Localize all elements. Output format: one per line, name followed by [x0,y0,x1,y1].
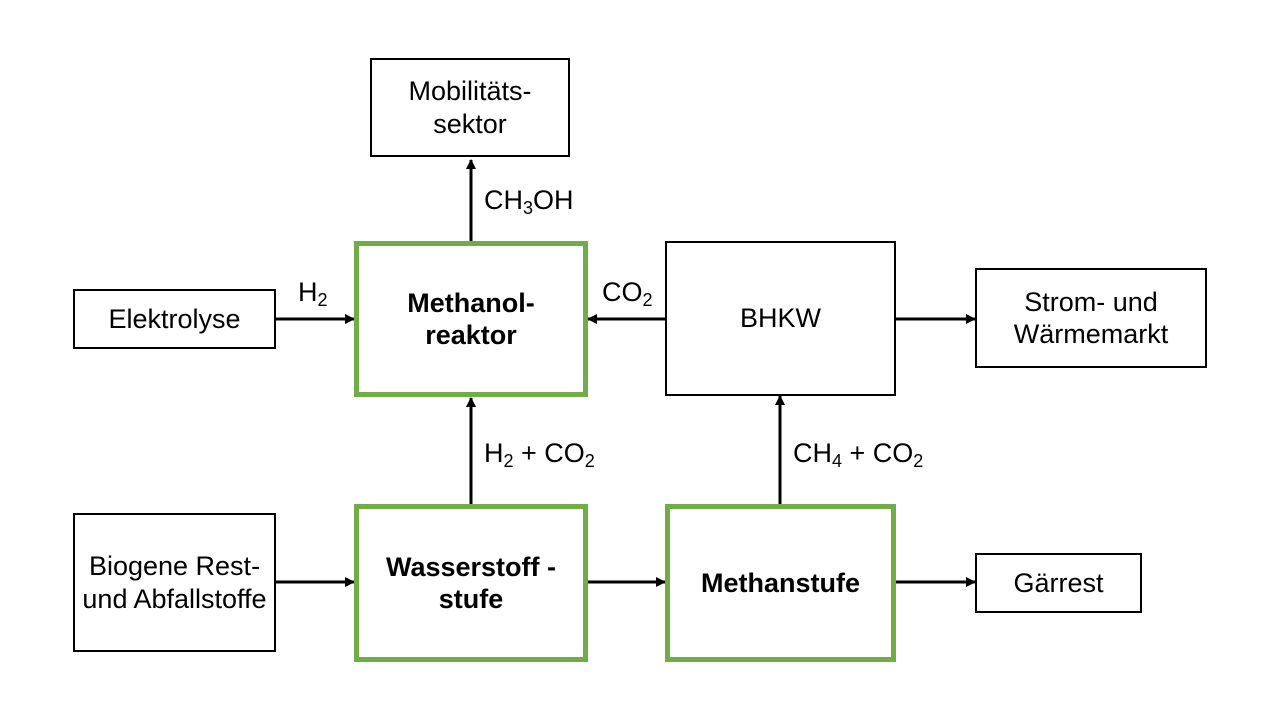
node-label-line: Methanstufe [700,567,860,598]
label-subscript: 4 [832,451,843,471]
label-text: OH [533,185,574,215]
node-mobilitaetssektor: Mobilitäts- sektor [370,58,570,157]
label-text: CH [793,438,832,468]
label-co2: CO2 [602,277,653,310]
label-text: + CO [513,438,585,468]
node-methanolreaktor: Methanol- reaktor [354,241,588,397]
label-text: + CO [842,438,914,468]
label-text: CO [602,277,643,307]
label-subscript: 2 [503,451,514,471]
label-ch3oh: CH3OH [484,185,574,218]
node-label-line: reaktor [425,320,517,350]
node-label-line: Elektrolyse [108,303,241,334]
node-strom-waermemarkt: Strom- und Wärmemarkt [975,268,1207,368]
label-h2-co2: H2 + CO2 [484,438,595,471]
node-label-line: sektor [433,108,507,139]
node-label-line: Mobilitäts- [408,76,532,107]
node-label-line: Gärrest [1013,567,1104,598]
node-biogene-reststoffe: Biogene Rest- und Abfallstoffe [73,513,276,652]
label-text: H [298,277,318,307]
node-label-line: Wasserstoff [385,551,540,582]
node-wasserstoffstufe: Wasserstoff -stufe [354,504,588,662]
label-h2: H2 [298,277,328,310]
label-subscript: 2 [913,451,924,471]
node-label-line: BHKW [740,303,821,334]
label-subscript: 3 [523,198,534,218]
label-ch4-co2: CH4 + CO2 [793,438,923,471]
node-label-line: Methanol- [407,287,535,318]
node-label-line: Biogene [88,551,189,582]
label-subscript: 2 [317,290,328,310]
label-subscript: 2 [584,451,595,471]
node-label-line: -stufe [438,551,557,614]
node-elektrolyse: Elektrolyse [73,289,276,349]
node-label-line: Abfallstoffe [133,583,267,614]
node-label-line: Rest- und [82,551,261,614]
node-gaerrest: Gärrest [975,553,1142,613]
label-subscript: 2 [642,290,653,310]
label-text: H [484,438,504,468]
node-methanstufe: Methanstufe [665,504,896,662]
node-bhkw: BHKW [665,241,896,396]
node-label-line: Strom- und [1024,286,1158,317]
node-label-line: Wärmemarkt [1013,319,1169,349]
label-text: CH [484,185,523,215]
